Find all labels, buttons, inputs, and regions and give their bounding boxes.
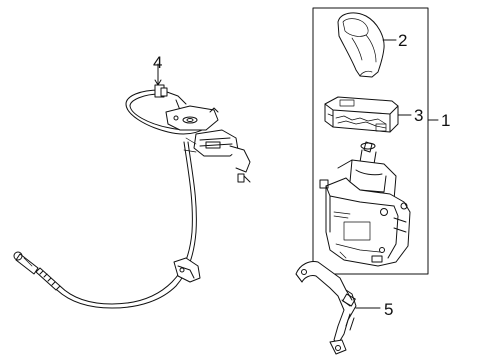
callout-2: 2 [398,31,407,50]
assembly-frame [312,7,429,275]
cable-bracket-assembly [125,84,251,183]
support-bracket [295,261,357,355]
shifter-base [319,141,411,267]
leader-4-arrow [154,79,162,86]
indicator-module [324,96,399,133]
shift-cable [13,141,201,309]
callout-3: 3 [414,106,423,125]
callout-4: 4 [153,53,162,72]
shift-knob [337,12,385,78]
callout-1: 1 [441,111,450,130]
callout-5: 5 [384,300,393,319]
